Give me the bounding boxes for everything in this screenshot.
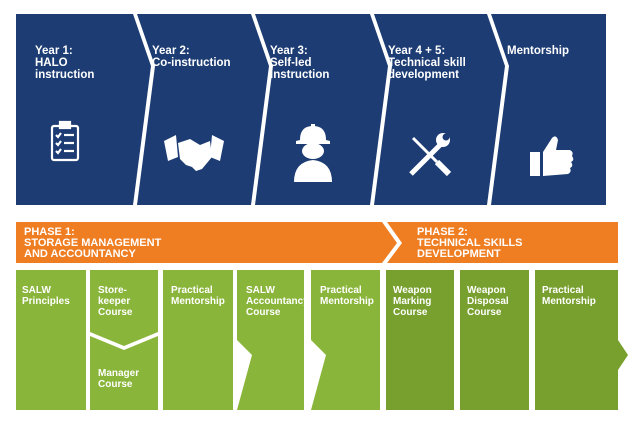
year-3-panel	[255, 14, 388, 205]
weapon-disposal-course-block	[460, 270, 529, 410]
worker-hardhat-icon	[294, 124, 332, 182]
year-1-label: Year 1: HALO instruction	[35, 45, 95, 81]
salw-accountancy-course-label: SALW Accountancy Course	[246, 285, 309, 318]
year-2-panel	[137, 14, 269, 205]
practical-mentorship-3-block	[535, 270, 628, 410]
weapon-marking-course-label: Weapon Marking Course	[393, 285, 432, 318]
handshake-icon	[164, 135, 224, 171]
year-2-label: Year 2: Co-instruction	[152, 45, 231, 69]
storekeeper-course-label: Store- keeper Course	[98, 285, 133, 318]
phase-2-arrow	[387, 222, 618, 263]
mentorship-panel	[491, 14, 606, 205]
year-4-5-panel	[374, 14, 505, 205]
salw-accountancy-course-block	[237, 270, 304, 410]
mentorship-label: Mentorship	[507, 45, 569, 57]
practical-mentorship-1-block	[163, 270, 233, 410]
clipboard-checklist-icon	[50, 120, 80, 162]
salw-principles-label: SALW Principles	[22, 285, 70, 307]
wrench-screwdriver-icon	[409, 133, 452, 177]
weapon-marking-course-block	[386, 270, 454, 410]
storekeeper-course-block	[90, 270, 158, 346]
salw-principles-block	[16, 270, 86, 410]
weapon-disposal-course-label: Weapon Disposal Course	[467, 285, 509, 318]
thumbs-up-icon	[530, 136, 574, 176]
manager-course-label: Manager Course	[98, 368, 140, 390]
practical-mentorship-2-block	[311, 270, 380, 410]
year-1-panel	[16, 14, 151, 205]
year-3-label: Year 3: Self-led instruction	[270, 45, 330, 81]
phase-2-label: PHASE 2: TECHNICAL SKILLS DEVELOPMENT	[417, 226, 523, 260]
practical-mentorship-2-label: Practical Mentorship	[320, 285, 374, 307]
practical-mentorship-1-label: Practical Mentorship	[171, 285, 225, 307]
phase-1-label: PHASE 1: STORAGE MANAGEMENT AND ACCOUNTA…	[24, 226, 162, 260]
phase-1-arrow	[16, 222, 397, 263]
year-4-5-label: Year 4 + 5: Technical skill development	[388, 45, 466, 81]
manager-course-block	[90, 336, 158, 410]
practical-mentorship-3-label: Practical Mentorship	[542, 285, 596, 307]
